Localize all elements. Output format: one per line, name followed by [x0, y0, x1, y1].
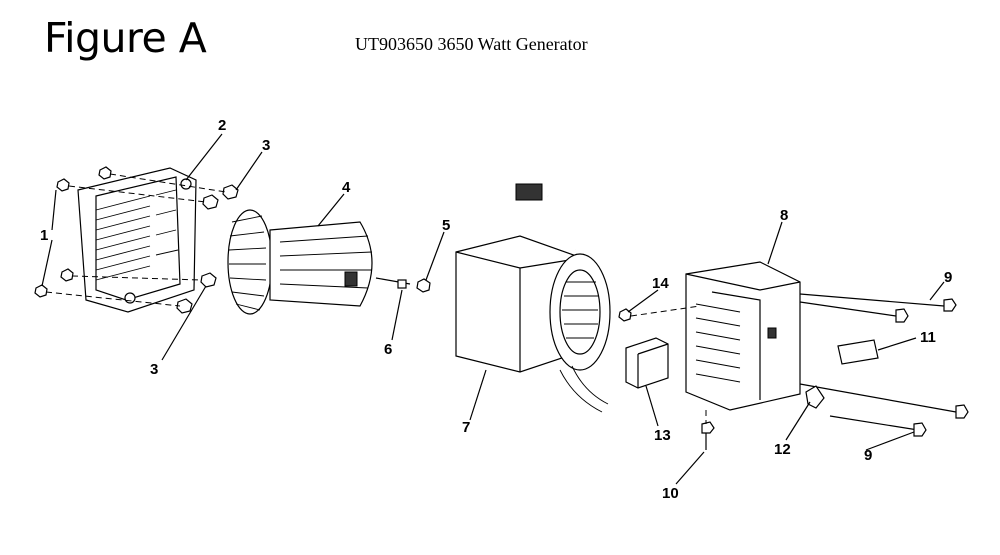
- part-1-nuts: [34, 166, 112, 298]
- part-10-screw: [701, 421, 715, 450]
- callout-9-top: 9: [944, 269, 952, 286]
- callout-11: 11: [920, 329, 936, 346]
- callout-5: 5: [442, 217, 450, 234]
- callout-2: 2: [218, 117, 226, 134]
- assembly-guide-lines: [45, 173, 707, 424]
- leader-lines: [41, 133, 945, 485]
- callout-4: 4: [342, 179, 351, 196]
- callout-3-top: 3: [262, 137, 270, 154]
- figure-subtitle: UT903650 3650 Watt Generator: [355, 34, 588, 54]
- part-11-plate: [837, 339, 879, 365]
- part-4-rotor: [227, 209, 411, 315]
- figure-title: Figure A: [44, 14, 207, 62]
- callout-9-bottom: 9: [864, 447, 872, 464]
- callout-1: 1: [40, 227, 48, 244]
- callout-14: 14: [652, 275, 669, 292]
- callout-3-bottom: 3: [150, 361, 158, 378]
- part-9-long-bolts: [799, 293, 969, 437]
- callout-8: 8: [780, 207, 788, 224]
- part-2-rear-housing: [77, 167, 197, 313]
- callout-10: 10: [662, 485, 679, 502]
- part-3-bolts: [176, 184, 239, 314]
- callout-6: 6: [384, 341, 392, 358]
- callout-7: 7: [462, 419, 470, 436]
- part-5-6-shaft-hardware: [397, 278, 431, 293]
- callout-12: 12: [774, 441, 791, 458]
- part-12-clip: [805, 385, 825, 409]
- part-7-stator: [455, 183, 611, 413]
- part-8-end-cover: [685, 261, 801, 411]
- callout-13: 13: [654, 427, 671, 444]
- part-13-capacitor: [625, 337, 669, 389]
